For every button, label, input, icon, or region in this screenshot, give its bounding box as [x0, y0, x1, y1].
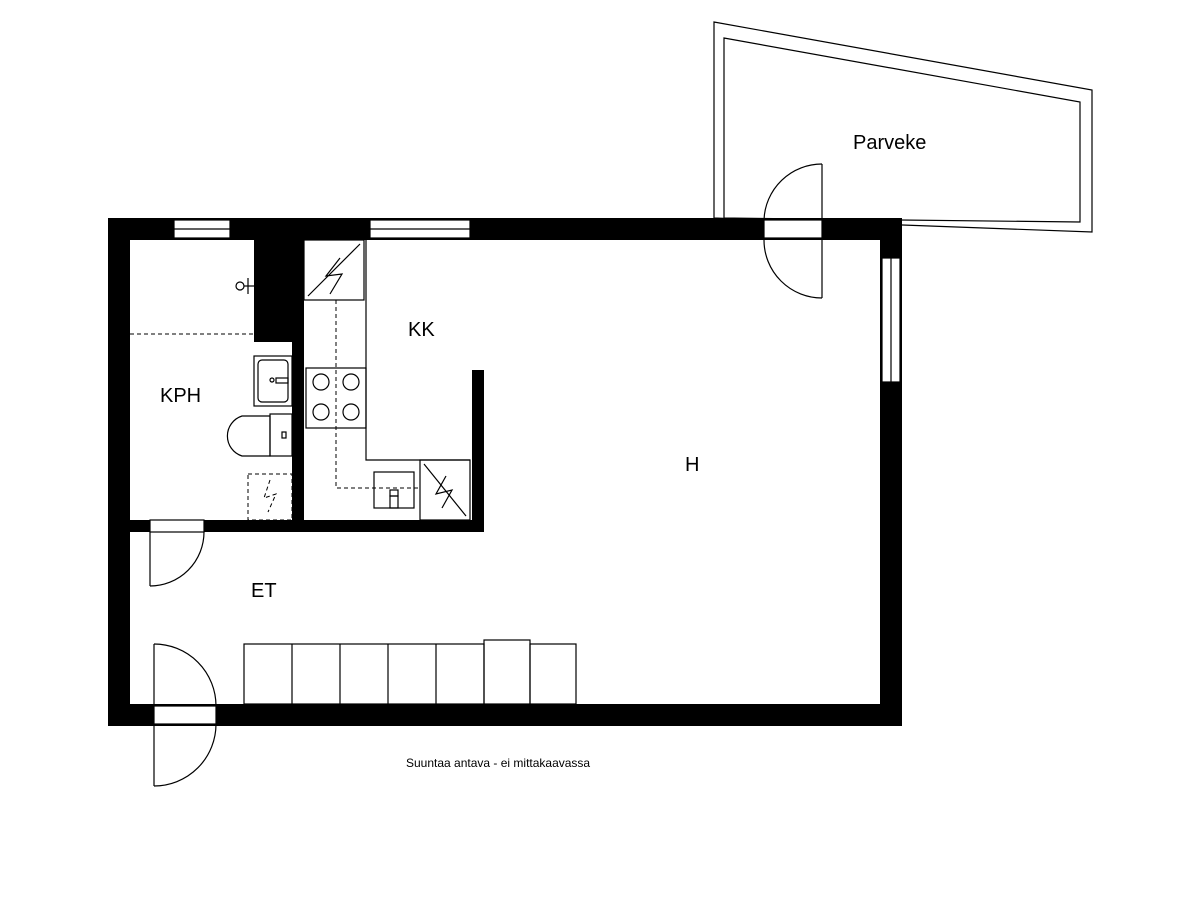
- entrance-door: [153, 643, 217, 787]
- hall-label: ET: [251, 580, 277, 602]
- window-kitchen: [369, 219, 471, 239]
- balcony-label: Parveke: [853, 132, 926, 154]
- window-bathroom: [173, 219, 231, 239]
- bathroom-label: KPH: [160, 385, 201, 407]
- window-living-east: [881, 257, 901, 383]
- kitchen-label: KK: [408, 319, 435, 341]
- dishwasher-icon: [419, 459, 471, 521]
- living-room-label: H: [685, 454, 699, 476]
- kitchen-fixtures: [303, 239, 471, 521]
- bathroom-cabinet: [247, 473, 293, 521]
- balcony-door: [763, 163, 823, 299]
- balcony: Parveke: [713, 21, 1093, 233]
- scale-note: Suuntaa antava - ei mittakaavassa: [406, 756, 590, 770]
- stove-icon: [305, 367, 367, 429]
- interior-walls: [130, 240, 484, 532]
- toilet-icon: [226, 413, 293, 457]
- outer-walls: [108, 218, 902, 726]
- washbasin-icon: [253, 355, 293, 407]
- bathroom-door: [149, 519, 205, 587]
- shower-icon: [235, 278, 254, 294]
- hall-wardrobe: [243, 639, 577, 705]
- kitchen-sink-icon: [373, 471, 415, 509]
- bathroom-fixtures: [130, 278, 293, 521]
- fridge-icon: [303, 239, 365, 301]
